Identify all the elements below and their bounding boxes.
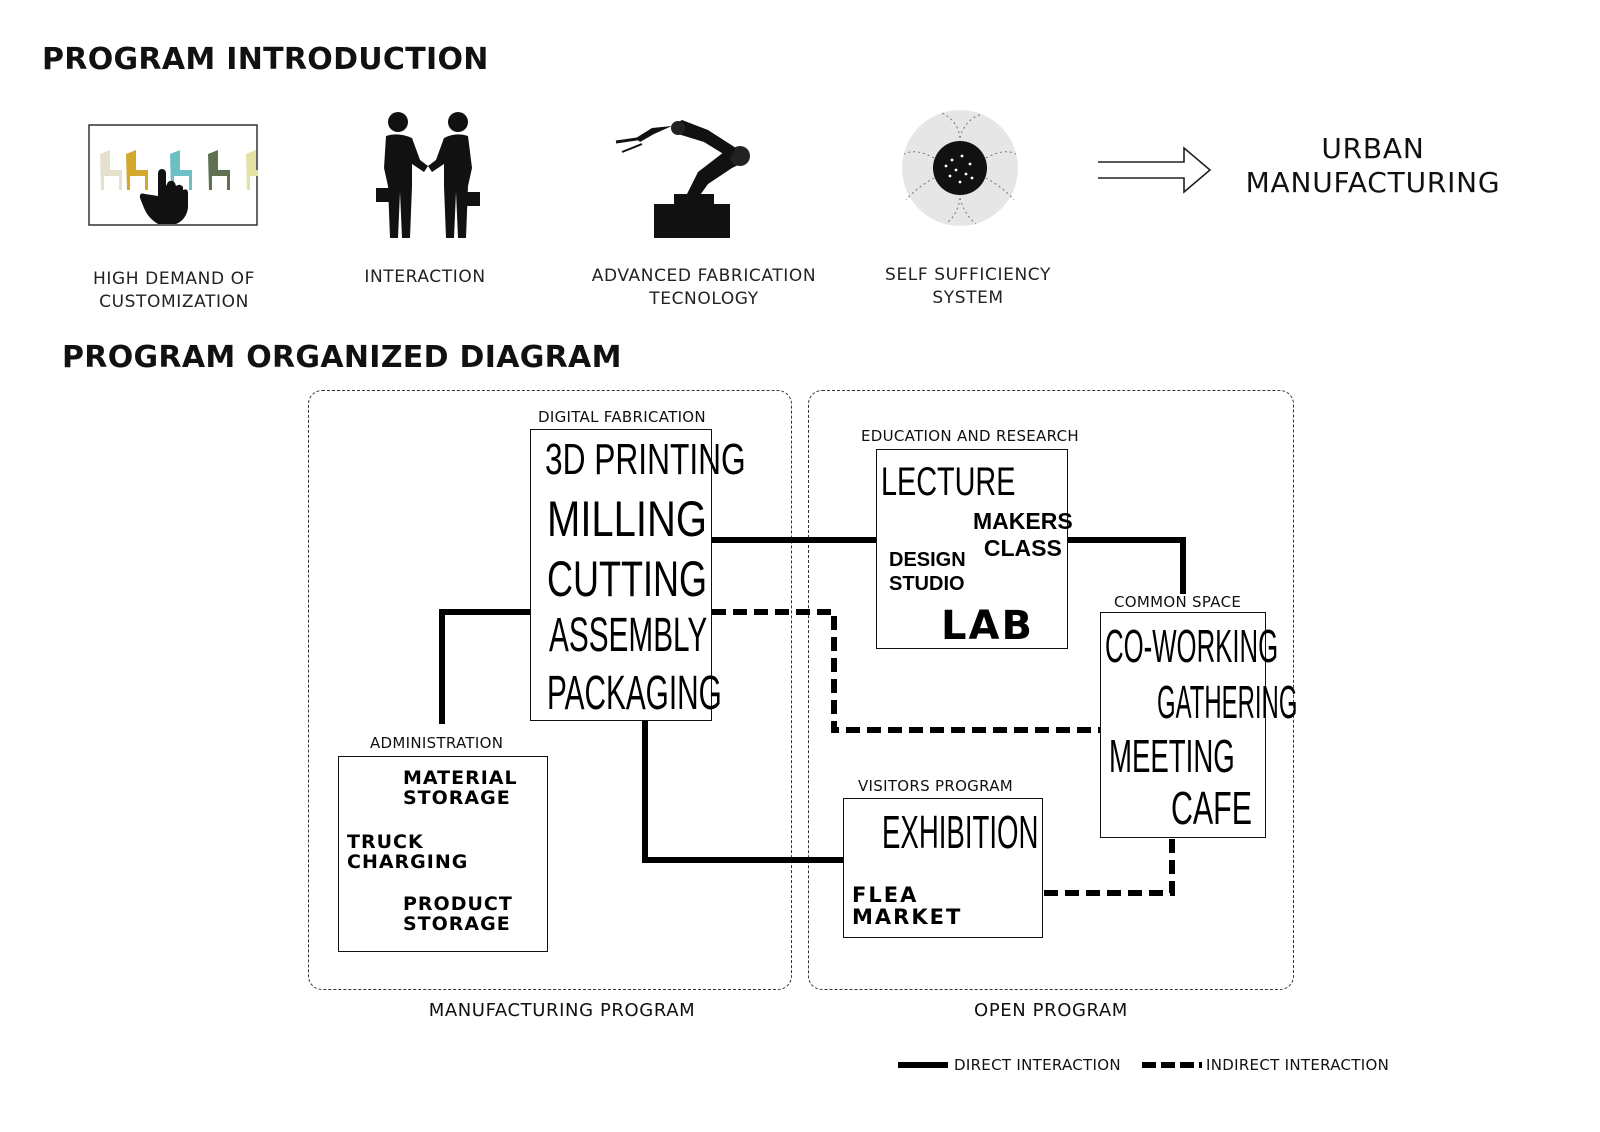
chair-icon xyxy=(170,150,192,190)
zone-label-open: OPEN PROGRAM xyxy=(974,1000,1128,1021)
indirect-line-visitors-common xyxy=(1044,838,1175,896)
indirect-line-fabrication-common xyxy=(712,609,1100,733)
chairs-touchscreen-icon xyxy=(88,124,268,226)
activity-lab: LAB xyxy=(941,603,1034,649)
activity-material-storage: MATERIAL STORAGE xyxy=(403,767,518,809)
direct-line-education-common xyxy=(1068,537,1186,594)
activity-cutting: CUTTING xyxy=(547,551,707,607)
arrow-right-icon xyxy=(1096,144,1216,196)
chair-icon xyxy=(100,150,122,190)
activity-assembly: ASSEMBLY xyxy=(549,609,708,662)
activity-product-storage: PRODUCT STORAGE xyxy=(403,893,513,935)
legend-indirect-label: INDIRECT INTERACTION xyxy=(1206,1056,1390,1074)
direct-line-fabrication-administration xyxy=(439,609,530,724)
group-label-common-space: COMMON SPACE xyxy=(1114,593,1242,611)
group-label-administration: ADMINISTRATION xyxy=(370,734,504,752)
chair-icon xyxy=(208,150,230,190)
legend-indirect-swatch xyxy=(1142,1062,1202,1068)
activity-gathering: GATHERING xyxy=(1157,676,1298,728)
intro-heading: PROGRAM INTRODUCTION xyxy=(42,42,489,77)
legend-direct-swatch xyxy=(898,1062,948,1068)
legend: DIRECT INTERACTION INDIRECT INTERACTION xyxy=(898,1054,1398,1078)
group-label-digital-fabrication: DIGITAL FABRICATION xyxy=(538,408,706,426)
activity-exhibition: EXHIBITION xyxy=(882,806,1039,858)
robotic-arm-icon xyxy=(612,112,762,240)
education-box: LECTURE MAKERS CLASS DESIGN STUDIO LAB xyxy=(876,449,1073,649)
chair-icon xyxy=(126,150,148,190)
activity-truck-charging: TRUCK CHARGING xyxy=(347,831,469,873)
self-sufficiency-circle-icon xyxy=(900,108,1020,228)
activity-milling: MILLING xyxy=(547,491,708,547)
administration-box: MATERIAL STORAGE TRUCK CHARGING PRODUCT … xyxy=(338,756,548,952)
group-label-visitors: VISITORS PROGRAM xyxy=(858,777,1014,795)
activity-packaging: PACKAGING xyxy=(547,667,722,720)
activity-makers-class: MAKERS CLASS xyxy=(973,508,1073,561)
activity-co-working: CO-WORKING xyxy=(1105,620,1279,672)
legend-direct-label: DIRECT INTERACTION xyxy=(954,1056,1121,1074)
caption-interaction: INTERACTION xyxy=(364,267,486,287)
chair-icon xyxy=(246,150,268,190)
activity-3d-printing: 3D PRINTING xyxy=(545,435,746,484)
common-space-box: CO-WORKING GATHERING MEETING CAFE xyxy=(1100,612,1297,838)
activity-flea-market: FLEA MARKET xyxy=(852,883,963,929)
manufacturing-zone xyxy=(308,390,792,990)
group-label-education: EDUCATION AND RESEARCH xyxy=(861,427,1079,445)
activity-meeting: MEETING xyxy=(1109,730,1235,782)
diagram-heading: PROGRAM ORGANIZED DIAGRAM xyxy=(62,340,622,375)
visitors-box: EXHIBITION FLEA MARKET xyxy=(843,798,1043,938)
activity-design-studio: DESIGN STUDIO xyxy=(889,549,966,595)
digital-fabrication-box: 3D PRINTING MILLING CUTTING ASSEMBLY PAC… xyxy=(530,429,746,721)
activity-cafe: CAFE xyxy=(1171,782,1252,834)
direct-line-fabrication-visitors xyxy=(642,720,844,863)
handshake-icon xyxy=(372,108,482,240)
zone-label-manufacturing: MANUFACTURING PROGRAM xyxy=(428,1000,696,1021)
activity-lecture: LECTURE xyxy=(881,460,1016,504)
open-zone xyxy=(808,390,1294,990)
